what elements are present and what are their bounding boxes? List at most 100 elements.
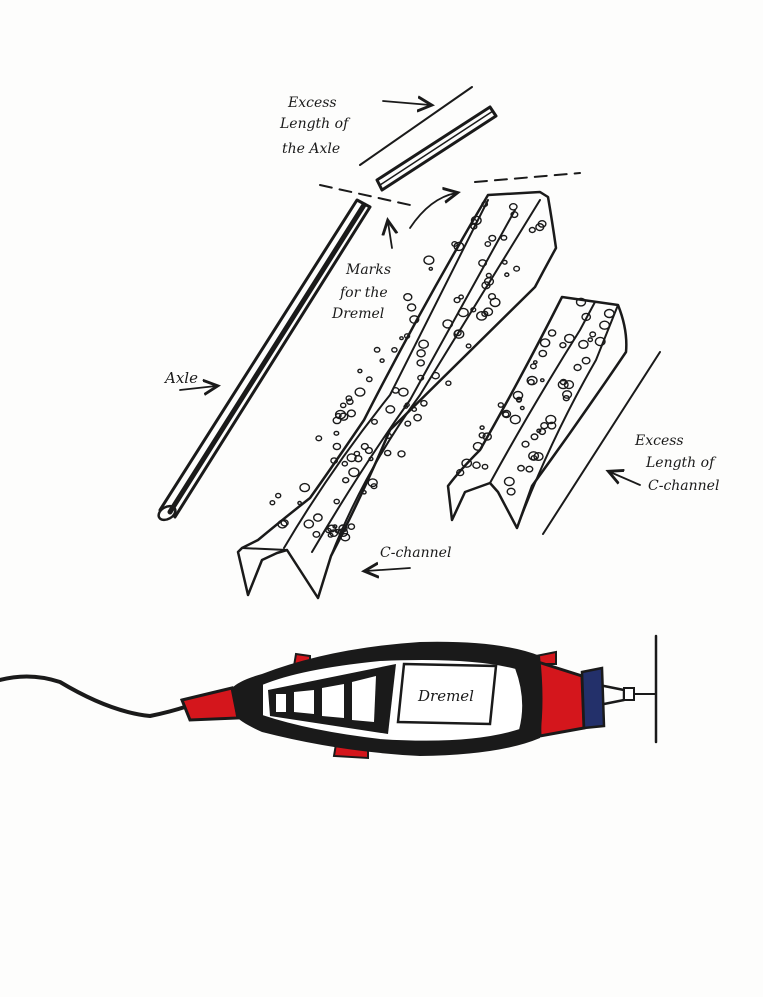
perforation-hole bbox=[574, 365, 581, 371]
perforation-hole bbox=[358, 369, 362, 372]
perforation-hole bbox=[503, 412, 509, 417]
perforation-hole bbox=[304, 520, 313, 528]
perforation-hole bbox=[300, 484, 309, 492]
label-marks-1: Marks bbox=[345, 262, 391, 278]
perforation-hole bbox=[565, 334, 574, 342]
perforation-hole bbox=[348, 524, 354, 529]
perforation-hole bbox=[355, 388, 365, 396]
rotary-tool-icon bbox=[0, 636, 656, 758]
perforation-hole bbox=[341, 403, 346, 407]
perforation-hole bbox=[341, 534, 350, 541]
perforation-hole bbox=[278, 521, 287, 528]
label-excess-channel-1: Excess bbox=[634, 433, 684, 449]
perforation-hole bbox=[588, 338, 592, 342]
perforation-hole bbox=[482, 464, 487, 469]
perforation-hole bbox=[400, 337, 403, 340]
perforation-hole bbox=[398, 451, 405, 457]
perforation-hole bbox=[421, 401, 427, 406]
perforation-hole bbox=[486, 273, 491, 277]
label-excess-axle-1: Excess bbox=[287, 95, 337, 111]
perforation-hole bbox=[412, 408, 416, 412]
perforation-hole bbox=[485, 242, 490, 247]
perforation-hole bbox=[539, 350, 546, 356]
perforation-hole bbox=[374, 348, 379, 353]
perforation-hole bbox=[454, 298, 460, 303]
perforation-hole bbox=[333, 443, 340, 449]
marks-arrow-curve bbox=[410, 193, 456, 228]
perforation-hole bbox=[380, 359, 384, 362]
excess-channel-arrow bbox=[610, 472, 640, 485]
c-channel-excess-holes bbox=[457, 298, 614, 495]
perforation-hole bbox=[518, 466, 524, 471]
perforation-hole bbox=[349, 468, 359, 476]
perforation-hole bbox=[590, 332, 596, 337]
perforation-hole bbox=[369, 457, 373, 460]
perforation-hole bbox=[334, 499, 339, 503]
perforation-hole bbox=[541, 423, 548, 429]
perforation-hole bbox=[314, 514, 322, 521]
excess-axle-piece bbox=[377, 107, 496, 190]
label-excess-axle-2: Length of bbox=[279, 116, 351, 132]
perforation-hole bbox=[505, 477, 515, 485]
perforation-hole bbox=[522, 441, 529, 447]
perforation-hole bbox=[582, 357, 590, 363]
perforation-hole bbox=[560, 343, 566, 348]
perforation-hole bbox=[392, 348, 397, 352]
perforation-hole bbox=[417, 360, 424, 366]
perforation-hole bbox=[386, 406, 395, 413]
perforation-hole bbox=[458, 308, 468, 316]
perforation-hole bbox=[385, 450, 391, 455]
perforation-hole bbox=[517, 398, 522, 402]
c-channel-arrow bbox=[366, 568, 410, 571]
label-excess-axle-3: the Axle bbox=[282, 141, 340, 157]
axle-rod bbox=[156, 200, 370, 523]
perforation-hole bbox=[526, 466, 533, 472]
perforation-hole bbox=[313, 532, 320, 538]
perforation-hole bbox=[424, 256, 434, 264]
perforation-hole bbox=[408, 304, 416, 311]
perforation-hole bbox=[531, 364, 537, 369]
c-channel-main bbox=[238, 192, 556, 598]
perforation-hole bbox=[529, 228, 535, 233]
perforation-hole bbox=[498, 403, 503, 407]
label-excess-channel-2: Length of bbox=[645, 455, 717, 471]
perforation-hole bbox=[501, 236, 507, 241]
perforation-hole bbox=[276, 493, 281, 497]
perforation-hole bbox=[414, 414, 421, 420]
perforation-hole bbox=[541, 339, 550, 347]
perforation-hole bbox=[479, 433, 485, 438]
perforation-hole bbox=[368, 479, 377, 487]
perforation-hole bbox=[549, 330, 556, 336]
perforation-hole bbox=[503, 260, 507, 264]
perforation-hole bbox=[489, 235, 496, 241]
perforation-hole bbox=[404, 294, 412, 301]
label-c-channel: C-channel bbox=[380, 545, 451, 561]
perforation-hole bbox=[600, 321, 610, 329]
perforation-hole bbox=[505, 273, 509, 276]
perforation-hole bbox=[343, 478, 349, 483]
perforation-hole bbox=[480, 426, 484, 429]
c-channel-excess-piece bbox=[448, 297, 626, 528]
perforation-hole bbox=[605, 310, 614, 318]
perforation-hole bbox=[534, 361, 537, 364]
excess-axle-arrow bbox=[383, 101, 430, 105]
perforation-hole bbox=[531, 434, 538, 440]
perforation-hole bbox=[361, 444, 368, 450]
perforation-hole bbox=[334, 431, 339, 435]
perforation-hole bbox=[514, 266, 520, 271]
perforation-hole bbox=[298, 502, 301, 505]
perforation-hole bbox=[510, 204, 517, 210]
perforation-hole bbox=[399, 388, 408, 396]
label-axle: Axle bbox=[163, 369, 198, 387]
perforation-hole bbox=[417, 350, 425, 357]
perforation-hole bbox=[429, 267, 432, 270]
perforation-hole bbox=[521, 406, 525, 409]
perforation-hole bbox=[446, 381, 451, 385]
perforation-hole bbox=[405, 421, 411, 426]
perforation-hole bbox=[419, 340, 428, 348]
label-dremel: Dremel bbox=[417, 687, 474, 705]
perforation-hole bbox=[348, 410, 356, 417]
perforation-hole bbox=[541, 379, 544, 382]
